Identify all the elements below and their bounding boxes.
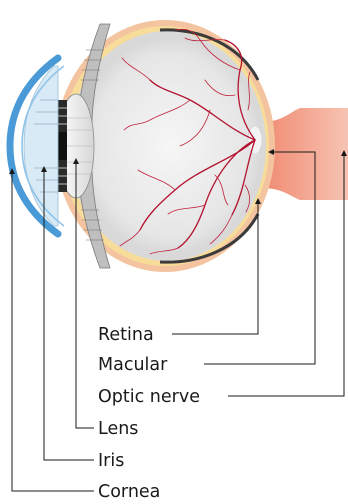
optic-nerve-shape: [262, 108, 348, 200]
label-optic-nerve: Optic nerve: [98, 387, 200, 407]
label-iris: Iris: [98, 451, 124, 471]
label-cornea: Cornea: [98, 482, 160, 499]
label-retina: Retina: [98, 325, 154, 345]
label-macular: Macular: [98, 355, 168, 375]
pupil-shape: [58, 132, 67, 160]
label-lens: Lens: [98, 419, 138, 439]
vitreous-shape: [77, 36, 263, 256]
